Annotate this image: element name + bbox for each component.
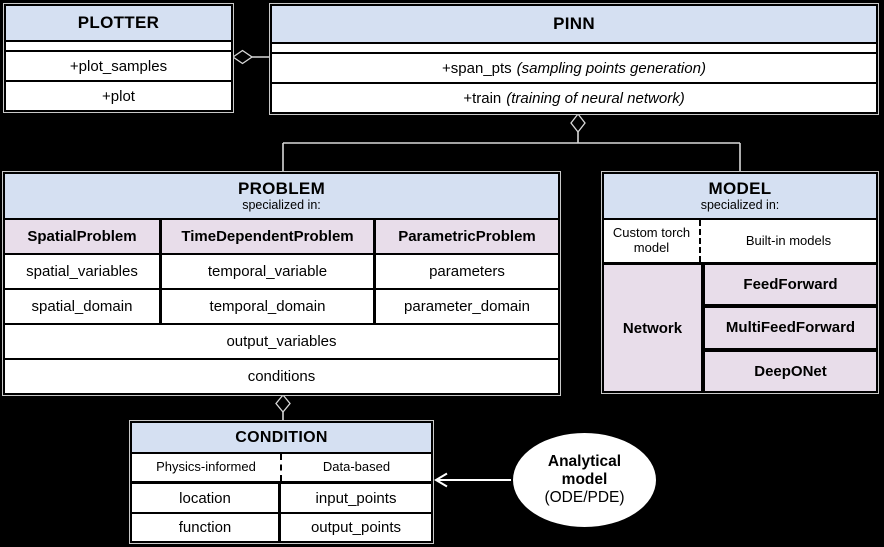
analytical-model-name: Analytical model: [547, 452, 622, 488]
builtin-models-column: FeedForward MultiFeedForward DeepONet: [705, 265, 876, 391]
model-class-box: MODEL specialized in: Custom torch model…: [601, 171, 879, 394]
problem-attr-row-1: spatial_variables temporal_variable para…: [5, 255, 558, 290]
subclass-spatial-problem: SpatialProblem: [5, 220, 162, 253]
problem-subclass-row: SpatialProblem TimeDependentProblem Para…: [5, 220, 558, 255]
pinn-method-train: +train (training of neural network): [272, 84, 876, 112]
subclass-parametric-problem: ParametricProblem: [376, 220, 558, 253]
cell-deeponet: DeepONet: [705, 351, 876, 391]
method-note: (sampling points generation): [516, 59, 706, 77]
attr-function: function: [132, 514, 281, 541]
model-subtitle: specialized in:: [700, 198, 780, 213]
pinn-title: PINN: [272, 6, 876, 44]
method-name: +span_pts: [442, 59, 512, 77]
cell-network: Network: [604, 265, 701, 391]
condition-title: CONDITION: [132, 423, 431, 454]
plotter-empty-section: [6, 42, 231, 52]
condition-attr-row-2: function output_points: [132, 514, 431, 541]
arrow-analytical-to-condition: [434, 472, 512, 488]
model-category-row: Custom torch model Built-in models: [604, 220, 876, 265]
attr-output-variables: output_variables: [5, 325, 558, 360]
analytical-model-kind: (ODE/PDE): [544, 488, 625, 506]
pinn-class-box: PINN +span_pts (sampling points generati…: [269, 3, 879, 115]
method-name: +train: [463, 89, 502, 107]
category-physics-informed: Physics-informed: [132, 454, 282, 481]
pinn-empty-section: [272, 44, 876, 54]
subclass-time-dependent-problem: TimeDependentProblem: [162, 220, 376, 253]
attr-temporal-domain: temporal_domain: [162, 290, 376, 323]
attr-location: location: [132, 484, 281, 512]
condition-class-box: CONDITION Physics-informed Data-based lo…: [129, 420, 434, 544]
model-title: MODEL: [708, 179, 772, 199]
plotter-method-plot-samples: +plot_samples: [6, 52, 231, 82]
aggregation-problem-condition: [275, 393, 291, 421]
category-custom-torch-model: Custom torch model: [604, 220, 701, 262]
plotter-class-box: PLOTTER +plot_samples +plot: [3, 3, 234, 113]
aggregation-pinn-children: [282, 112, 741, 172]
problem-header: PROBLEM specialized in:: [5, 174, 558, 220]
attr-output-points: output_points: [310, 519, 402, 536]
pinn-method-span-pts: +span_pts (sampling points generation): [272, 54, 876, 84]
problem-attr-row-2: spatial_domain temporal_domain parameter…: [5, 290, 558, 325]
open-arrowhead-icon: [434, 472, 448, 488]
aggregation-plotter-pinn: [231, 49, 270, 65]
hollow-diamond-icon: [231, 49, 254, 65]
category-data-based: Data-based: [322, 459, 391, 475]
plotter-title: PLOTTER: [6, 6, 231, 42]
condition-attr-row-1: location input_points: [132, 484, 431, 514]
method-note: (training of neural network): [506, 89, 685, 107]
problem-class-box: PROBLEM specialized in: SpatialProblem T…: [2, 171, 561, 396]
model-body: Network FeedForward MultiFeedForward Dee…: [604, 265, 876, 391]
attr-parameter-domain: parameter_domain: [404, 298, 530, 315]
plotter-method-plot: +plot: [102, 87, 135, 105]
hollow-diamond-icon: [570, 112, 586, 134]
attr-input-points: input_points: [315, 489, 397, 507]
cell-feedforward: FeedForward: [705, 265, 876, 305]
category-built-in-models: Built-in models: [745, 232, 832, 248]
model-header: MODEL specialized in:: [604, 174, 876, 220]
attr-spatial-variables: spatial_variables: [5, 255, 162, 288]
problem-title: PROBLEM: [237, 179, 326, 199]
attr-temporal-variable: temporal_variable: [162, 255, 376, 288]
attr-parameters: parameters: [429, 263, 505, 280]
cell-multifeedforward: MultiFeedForward: [705, 308, 876, 348]
analytical-model-ellipse: Analytical model (ODE/PDE): [511, 431, 658, 529]
problem-subtitle: specialized in:: [242, 198, 321, 213]
attr-conditions: conditions: [247, 368, 316, 385]
condition-category-row: Physics-informed Data-based: [132, 454, 431, 484]
hollow-diamond-icon: [275, 393, 291, 414]
attr-spatial-domain: spatial_domain: [5, 290, 162, 323]
